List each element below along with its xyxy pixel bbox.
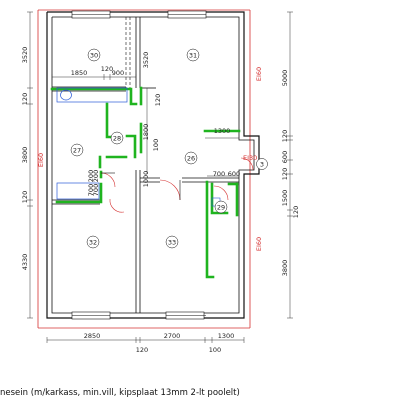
svg-text:3: 3 <box>260 160 264 168</box>
svg-text:27: 27 <box>73 146 81 154</box>
svg-text:120: 120 <box>136 346 148 354</box>
svg-text:3800: 3800 <box>281 260 289 277</box>
svg-text:1850: 1850 <box>71 69 88 77</box>
svg-text:200: 200 <box>87 170 95 182</box>
door-swing-icon <box>159 179 181 201</box>
room-labels: 30 31 27 28 26 29 32 33 <box>70 48 268 249</box>
svg-text:100: 100 <box>209 346 221 354</box>
svg-text:200: 200 <box>92 170 100 182</box>
room-28: 28 <box>110 131 124 145</box>
svg-text:33: 33 <box>168 238 176 246</box>
exterior-walls <box>46 11 260 319</box>
door-swing-icon <box>240 157 254 171</box>
ei60-right-label: EI60 <box>255 67 263 81</box>
svg-text:2850: 2850 <box>84 332 101 340</box>
svg-text:100: 100 <box>152 139 160 151</box>
svg-text:1800: 1800 <box>142 124 150 141</box>
legend-caption: nesein (m/karkass, min.vill, kipsplaat 1… <box>0 388 240 398</box>
svg-text:600: 600 <box>281 151 289 163</box>
sink-icon <box>60 89 72 101</box>
ei60-bottom-label: EI60 <box>255 237 263 251</box>
dimension-labels: 3520 1850 120 900 3520 120 3800 120 4330… <box>21 47 300 354</box>
svg-text:2700: 2700 <box>164 332 181 340</box>
svg-text:120: 120 <box>281 130 289 142</box>
svg-text:1300: 1300 <box>214 127 231 135</box>
ei30-label: EI30 <box>243 154 257 162</box>
svg-text:120: 120 <box>292 206 300 218</box>
fixtures <box>56 87 128 200</box>
svg-text:28: 28 <box>113 134 121 142</box>
svg-text:26: 26 <box>187 154 195 162</box>
ei60-left-label: EI60 <box>37 153 45 167</box>
fire-rating-lines <box>37 9 251 329</box>
removed-walls <box>125 17 131 88</box>
svg-text:5000: 5000 <box>281 70 289 87</box>
room-32: 32 <box>86 235 100 249</box>
door-swing-icon <box>100 172 116 188</box>
svg-text:1500: 1500 <box>281 190 289 207</box>
svg-text:32: 32 <box>89 238 97 246</box>
svg-text:120: 120 <box>21 93 29 105</box>
svg-text:3520: 3520 <box>142 52 150 69</box>
kitchen-counter <box>56 87 128 103</box>
svg-text:1000: 1000 <box>142 171 150 188</box>
svg-text:700: 700 <box>213 170 225 178</box>
svg-text:120: 120 <box>281 168 289 180</box>
svg-text:120: 120 <box>21 191 29 203</box>
svg-text:700: 700 <box>92 184 100 196</box>
svg-text:3800: 3800 <box>21 147 29 164</box>
svg-text:4330: 4330 <box>21 254 29 271</box>
svg-text:700: 700 <box>87 184 95 196</box>
room-31: 31 <box>186 48 200 62</box>
svg-text:120: 120 <box>154 94 162 106</box>
svg-text:1300: 1300 <box>218 332 235 340</box>
interior-walls <box>52 17 239 313</box>
room-29: 29 <box>214 200 228 214</box>
door-swing-icon <box>109 198 125 213</box>
svg-text:3520: 3520 <box>21 47 29 64</box>
room-33: 33 <box>165 235 179 249</box>
svg-text:31: 31 <box>189 51 197 59</box>
bathtub <box>56 182 100 200</box>
svg-text:900: 900 <box>112 69 124 77</box>
windows-bottom <box>71 311 206 320</box>
doors <box>100 157 254 213</box>
svg-text:29: 29 <box>217 203 225 211</box>
fire-rating-labels: EI60 EI60 EI60 EI30 <box>37 67 263 251</box>
room-26: 26 <box>184 151 198 165</box>
room-27: 27 <box>70 143 84 157</box>
svg-text:120: 120 <box>101 65 113 73</box>
room-30: 30 <box>87 48 101 62</box>
door-swing-icon <box>213 185 229 201</box>
room-3: 3 <box>256 158 268 170</box>
dimension-lines <box>27 11 293 343</box>
svg-text:600: 600 <box>228 170 240 178</box>
svg-text:30: 30 <box>90 51 98 59</box>
windows-top <box>71 10 207 19</box>
